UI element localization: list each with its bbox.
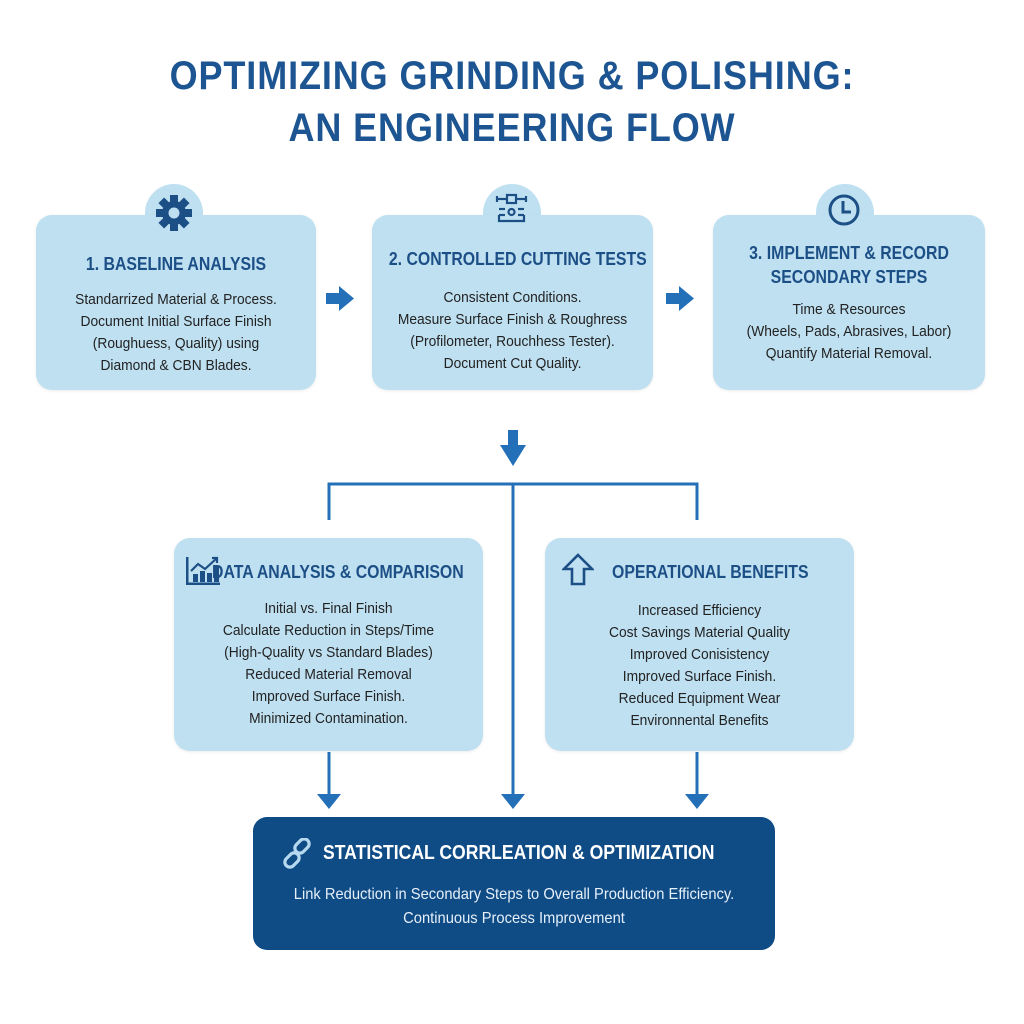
benefits-line: Cost Savings Material Quality [608,624,791,641]
arrow-down-left [317,752,341,809]
caliper-icon [495,193,528,223]
step-line: (Profilometer, Rouchhess Tester). [410,333,615,350]
step-body: Consistent Conditions. Measure Surface F… [383,287,642,375]
benefits-body: Increased Efficiency Cost Savings Materi… [557,600,841,732]
step-heading-line: 3. IMPLEMENT & RECORD [749,243,949,263]
step-body: Standarrized Material & Process. Documen… [47,289,305,377]
analysis-line: Initial vs. Final Finish [264,600,393,617]
title-line-1: OPTIMIZING GRINDING & POLISHING: [169,54,855,98]
step-card-implement-record: 3. IMPLEMENT & RECORD SECONDARY STEPS Ti… [713,215,985,390]
analysis-line: Minimized Contamination. [249,710,408,727]
data-analysis-card: DATA ANALYSIS & COMPARISON Initial vs. F… [174,538,483,751]
final-line: Link Reduction in Secondary Steps to Ove… [293,886,735,903]
step-card-baseline-analysis: 1. BASELINE ANALYSIS Standarrized Materi… [36,215,316,390]
benefits-line: Improved Conisistency [629,646,770,663]
operational-benefits-card: OPERATIONAL BENEFITS Increased Efficienc… [545,538,854,751]
arrow-down-right [685,752,709,809]
step-line: (Wheels, Pads, Abrasives, Labor) [746,323,952,340]
step-card-controlled-cutting-tests: 2. CONTROLLED CUTTING TESTS Consistent C… [372,215,653,390]
statistical-correlation-card: STATISTICAL CORRLEATION & OPTIMIZATION L… [253,817,775,950]
final-body: Link Reduction in Secondary Steps to Ove… [274,883,754,931]
step-line: Measure Surface Finish & Roughress [397,311,628,328]
analysis-line: Improved Surface Finish. [251,688,406,705]
analysis-line: Calculate Reduction in Steps/Time [222,622,435,639]
analysis-line: Reduced Material Removal [245,666,412,683]
up-arrow-icon [562,553,594,586]
arrow-down-main [500,430,526,466]
benefits-heading: OPERATIONAL BENEFITS [612,562,809,582]
arrow-down-center [501,794,525,809]
step-line: Quantify Material Removal. [765,345,933,362]
analysis-heading: DATA ANALYSIS & COMPARISON [212,562,464,582]
step-heading-line: SECONDARY STEPS [770,267,928,287]
arrow-right-2 [666,286,694,311]
step-line: Standarrized Material & Process. [75,291,277,308]
step-heading: 2. CONTROLLED CUTTING TESTS [388,249,647,269]
step-body: Time & Resources (Wheels, Pads, Abrasive… [724,299,974,365]
branch-bracket [327,482,699,800]
step-line: Time & Resources [792,301,906,318]
diagram-title: OPTIMIZING GRINDING & POLISHING: AN ENGI… [51,50,973,154]
step-heading: 3. IMPLEMENT & RECORD SECONDARY STEPS [729,241,968,289]
step-line: Diamond & CBN Blades. [100,357,252,374]
step-line: (Roughuess, Quality) using [92,335,260,352]
analysis-line: (High-Quality vs Standard Blades) [224,644,433,661]
final-heading: STATISTICAL CORRLEATION & OPTIMIZATION [323,842,715,864]
step-line: Document Initial Surface Finish [80,313,272,330]
benefits-line: Reduced Equipment Wear [618,690,781,707]
analysis-body: Initial vs. Final Finish Calculate Reduc… [186,598,470,730]
gear-icon [156,195,192,231]
benefits-line: Increased Efficiency [637,602,762,619]
step-line: Consistent Conditions. [443,289,582,306]
step-line: Document Cut Quality. [443,355,582,372]
bar-chart-trend-icon [186,556,220,585]
clock-icon [828,194,860,226]
title-line-2: AN ENGINEERING FLOW [288,106,736,150]
benefits-line: Environnental Benefits [630,712,769,729]
arrow-right-1 [326,286,354,311]
step-heading: 1. BASELINE ANALYSIS [85,254,267,274]
link-icon [283,838,311,869]
benefits-line: Improved Surface Finish. [622,668,777,685]
final-line: Continuous Process Improvement [403,910,625,927]
